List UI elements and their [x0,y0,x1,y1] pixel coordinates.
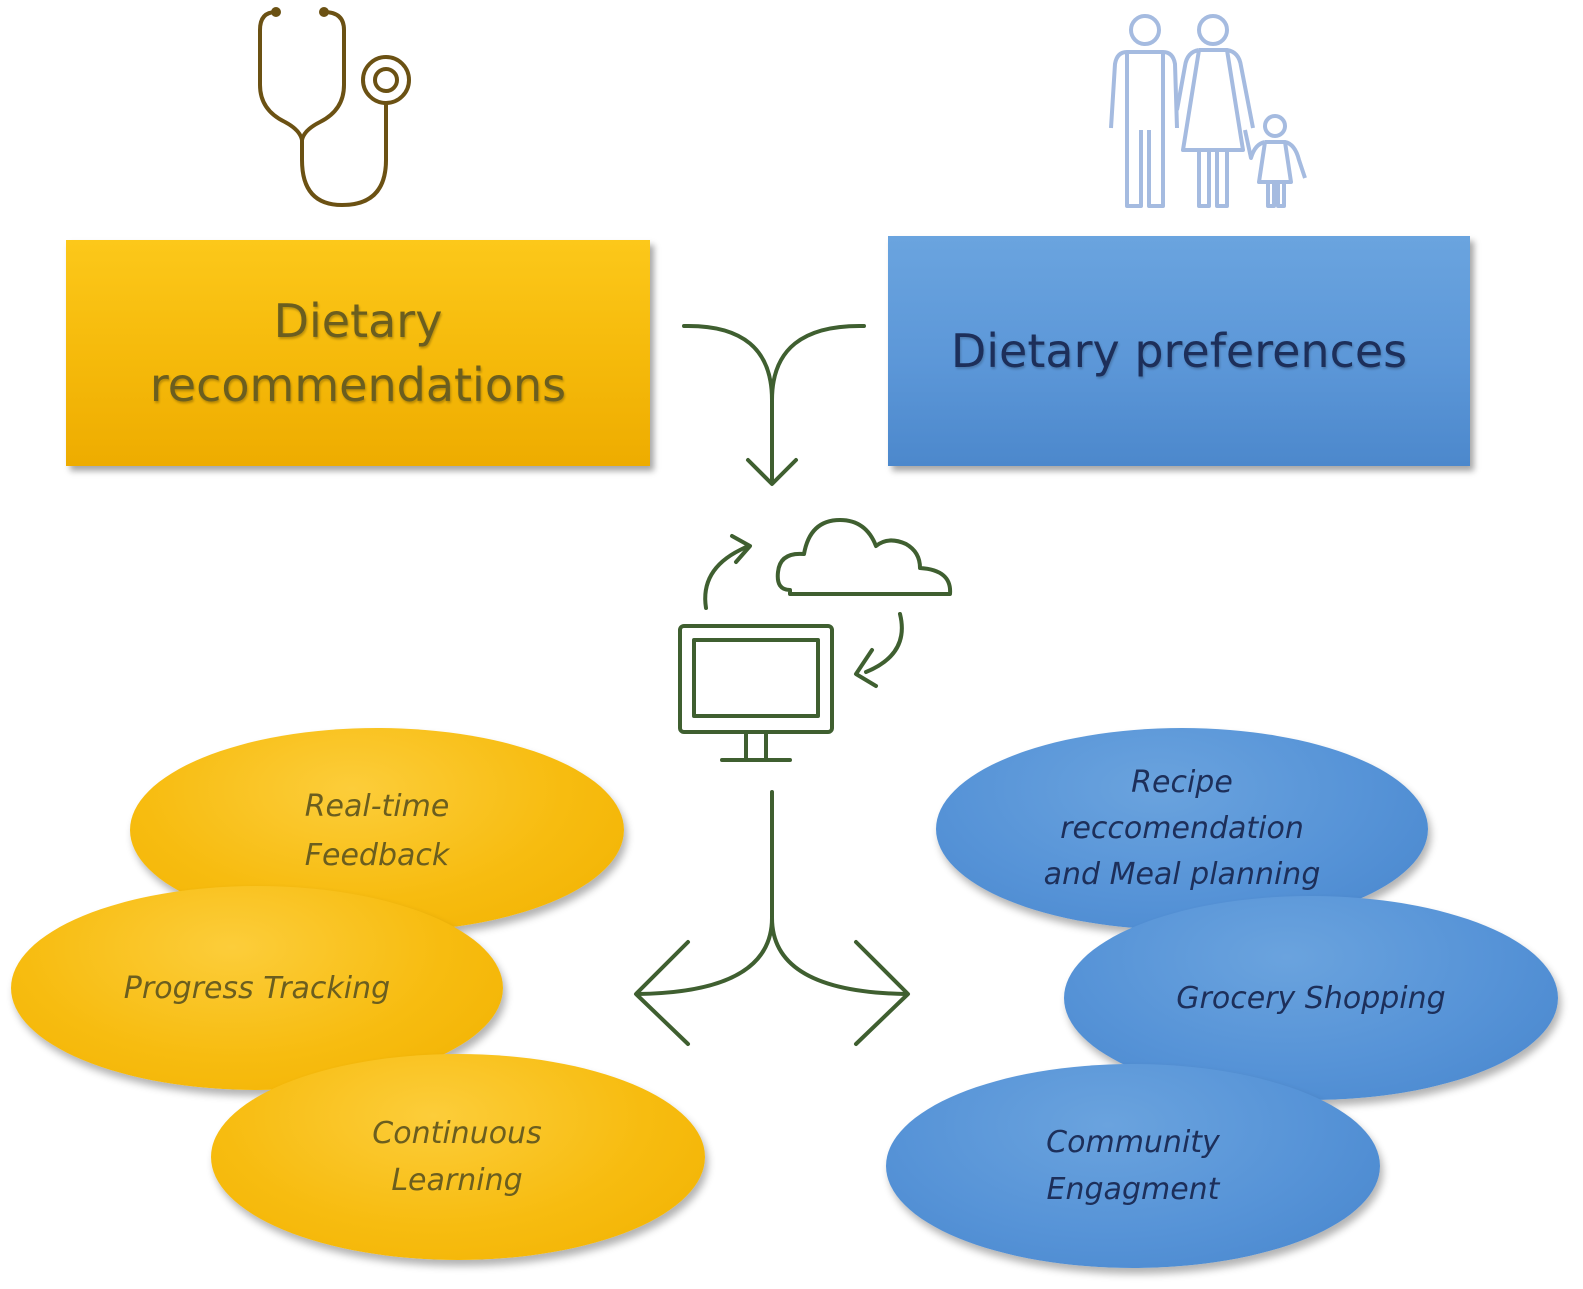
progress-tracking-label: Progress Tracking [123,970,391,1006]
community-engagement-line1: Community [1046,1125,1220,1160]
recipe-recommendation-line3: and Meal planning [1043,857,1321,892]
grocery-shopping-label: Grocery Shopping [1176,980,1446,1016]
recipe-recommendation-oval: Recipe reccomendation and Meal planning [936,728,1428,930]
dietary-recommendations-box: Dietary recommendations [66,240,650,466]
recipe-recommendation-line1: Recipe [1131,765,1233,800]
continuous-learning-line2: Learning [391,1163,523,1198]
merge-arrow-icon [682,323,866,486]
dietary-recommendations-line1: Dietary [273,294,443,348]
dietary-preferences-label: Dietary preferences [950,324,1408,378]
dietary-preferences-box: Dietary preferences [888,236,1470,466]
recipe-recommendation-line2: reccomendation [1060,811,1304,846]
real-time-feedback-line2: Feedback [304,838,450,873]
continuous-learning-line1: Continuous [372,1116,542,1151]
community-engagement-line2: Engagment [1046,1172,1220,1207]
stethoscope-icon [258,7,411,208]
split-arrow-icon [634,790,910,1046]
dietary-recommendations-line2: recommendations [149,358,567,412]
continuous-learning-oval: Continuous Learning [211,1054,705,1260]
computer-cloud-sync-icon [678,518,953,762]
family-icon [1109,14,1307,208]
community-engagement-oval: Community Engagment [886,1064,1380,1268]
real-time-feedback-line1: Real-time [304,789,450,824]
